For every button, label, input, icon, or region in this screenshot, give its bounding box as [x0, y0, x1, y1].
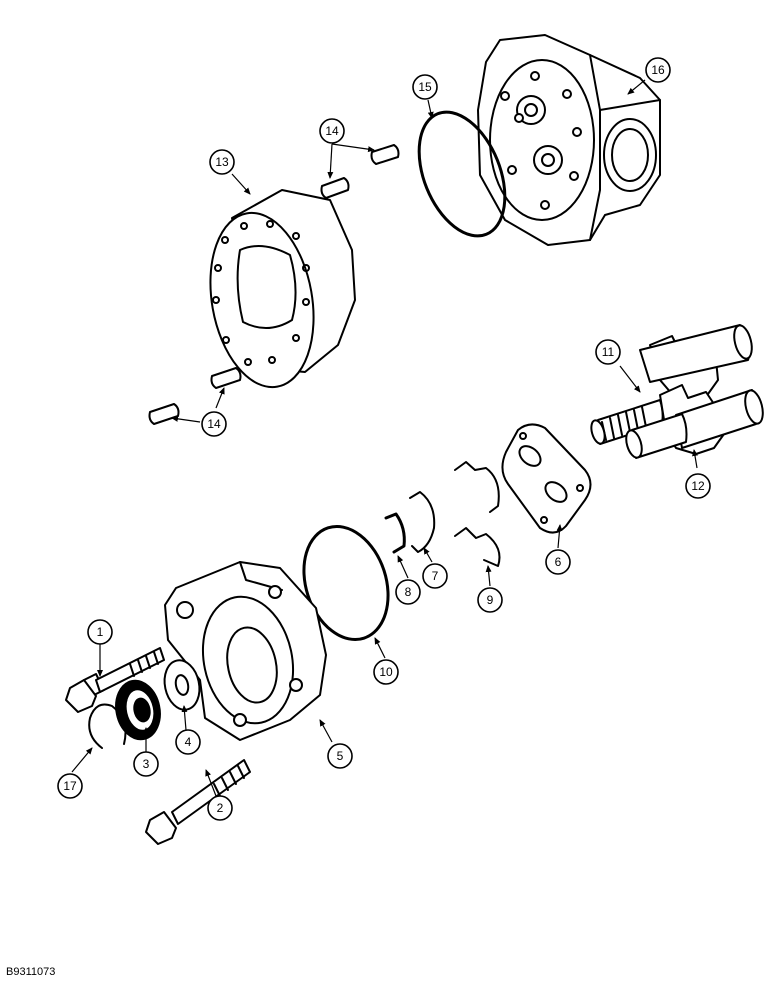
gear-housing-part — [209, 189, 356, 389]
callout-8: 8 — [395, 579, 421, 605]
leader-10 — [374, 637, 386, 659]
callout-16: 16 — [645, 57, 671, 83]
leader-7 — [423, 547, 433, 563]
svg-text:6: 6 — [555, 555, 562, 569]
leader-5 — [319, 719, 333, 743]
seal-lower-part — [454, 527, 501, 567]
seal-8-part — [384, 512, 406, 554]
pump-housing-part — [477, 34, 661, 246]
leader-17 — [71, 747, 93, 773]
o-ring-10-part — [302, 524, 390, 642]
leader-16 — [627, 79, 646, 95]
callout-17: 17 — [57, 773, 83, 799]
drive-gear-part — [590, 324, 753, 445]
leader-2 — [205, 769, 217, 797]
leader-9 — [485, 565, 492, 587]
svg-text:5: 5 — [337, 749, 344, 763]
leader-15 — [427, 99, 434, 119]
callout-6: 6 — [545, 549, 571, 575]
leader-13 — [231, 173, 251, 195]
svg-text:8: 8 — [405, 585, 412, 599]
svg-text:15: 15 — [418, 80, 432, 94]
callout-5: 5 — [327, 743, 353, 769]
callout-15: 15 — [412, 74, 438, 100]
leader-14b — [331, 143, 375, 153]
svg-text:11: 11 — [602, 345, 615, 359]
leader-14d — [215, 387, 225, 409]
leader-11 — [619, 365, 641, 393]
svg-text:14: 14 — [207, 417, 221, 431]
washer-part — [163, 659, 201, 711]
svg-text:9: 9 — [487, 593, 494, 607]
dowel-pin-lower-part — [148, 367, 242, 425]
callout-14-upper: 14 — [319, 118, 345, 144]
dowel-pin-upper-part — [320, 144, 400, 199]
svg-text:12: 12 — [691, 479, 705, 493]
leader-12 — [692, 449, 698, 469]
shaft-seal-part — [115, 679, 161, 741]
callout-1: 1 — [87, 619, 113, 645]
callout-10: 10 — [373, 659, 399, 685]
svg-text:14: 14 — [325, 124, 339, 138]
callout-14-lower: 14 — [201, 411, 227, 437]
leader-14a — [327, 143, 334, 179]
svg-text:1: 1 — [97, 625, 104, 639]
bolt-lower-part — [145, 759, 251, 845]
svg-text:13: 13 — [215, 155, 229, 169]
seal-upper-part — [454, 461, 500, 513]
svg-text:3: 3 — [143, 757, 150, 771]
callout-7: 7 — [422, 563, 448, 589]
callout-13: 13 — [209, 149, 235, 175]
svg-text:2: 2 — [217, 801, 224, 815]
callout-2: 2 — [207, 795, 233, 821]
svg-text:17: 17 — [63, 779, 77, 793]
leader-4 — [181, 705, 188, 731]
o-ring-15-part — [417, 110, 507, 238]
snap-ring-part — [88, 703, 127, 749]
bolt-upper-part — [65, 647, 165, 713]
backup-ring-7-part — [409, 491, 436, 553]
callout-11: 11 — [595, 339, 621, 365]
callout-4: 4 — [175, 729, 201, 755]
callout-3: 3 — [133, 751, 159, 777]
svg-text:7: 7 — [432, 569, 439, 583]
reference-number: B9311073 — [6, 966, 56, 978]
leader-6 — [556, 524, 563, 549]
leader-8 — [397, 555, 409, 579]
mounting-flange-part — [164, 561, 327, 741]
svg-text:4: 4 — [185, 735, 192, 749]
wear-plate-part — [501, 423, 592, 534]
svg-text:16: 16 — [651, 63, 665, 77]
svg-text:10: 10 — [379, 665, 393, 679]
callout-9: 9 — [477, 587, 503, 613]
driven-gear-part — [625, 384, 764, 459]
leader-14c — [171, 415, 201, 423]
callout-12: 12 — [685, 473, 711, 499]
